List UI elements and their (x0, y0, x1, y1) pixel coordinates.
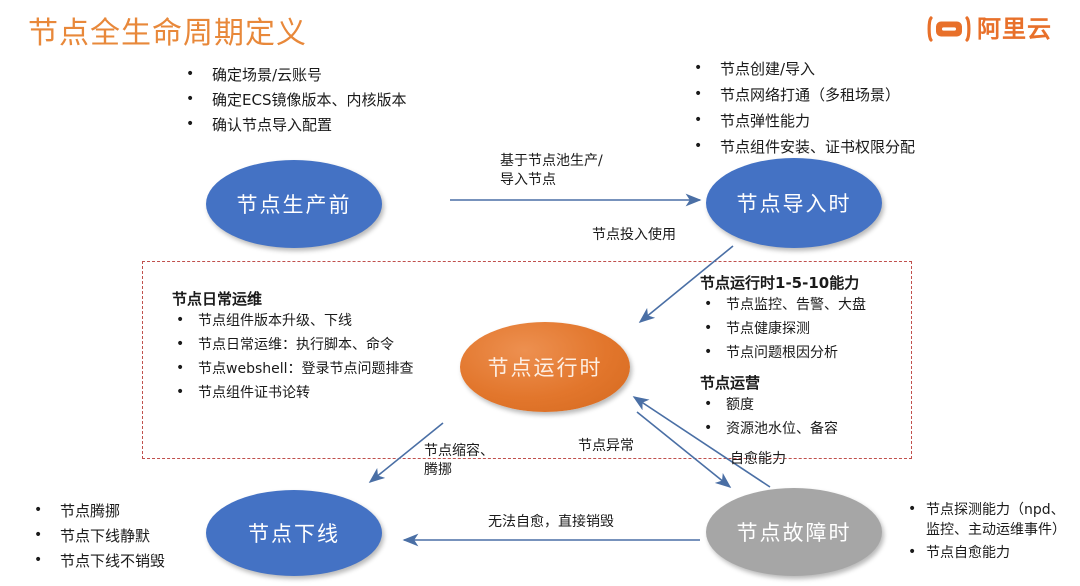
node-fault[interactable]: 节点故障时 (706, 488, 882, 576)
daily-ops-heading: 节点日常运维 (172, 290, 263, 308)
list-item: 确认节点导入配置 (182, 113, 406, 136)
label-produce-import: 基于节点池生产/ 导入节点 (500, 153, 603, 188)
list-item: 节点健康探测 (700, 318, 900, 340)
list-item: 节点网络打通（多租场景） (690, 83, 915, 107)
list-item: 节点监控、告警、大盘 (700, 294, 900, 316)
list-item: 节点问题根因分析 (700, 342, 900, 364)
brand-wordmark: 阿里云 (977, 15, 1052, 43)
list-import: 节点创建/导入 节点网络打通（多租场景） 节点弹性能力 节点组件安装、证书权限分… (690, 57, 915, 162)
list-item: 节点组件版本升级、下线 (172, 310, 462, 332)
daily-ops-block: 节点日常运维 节点组件版本升级、下线 节点日常运维：执行脚本、命令 节点webs… (172, 288, 462, 407)
runtime-capability-heading: 节点运行时1-5-10能力 (700, 274, 860, 292)
runtime-capability-block: 节点运行时1-5-10能力 节点监控、告警、大盘 节点健康探测 节点问题根因分析… (700, 272, 900, 443)
list-item: 节点webshell：登录节点问题排查 (172, 358, 462, 380)
node-pre-production[interactable]: 节点生产前 (206, 160, 382, 248)
list-item: 节点自愈能力 (908, 542, 1076, 563)
label-put-into-use: 节点投入使用 (592, 227, 676, 243)
list-item: 节点弹性能力 (690, 109, 915, 133)
list-item: 确定ECS镜像版本、内核版本 (182, 88, 406, 111)
node-operation-heading: 节点运营 (700, 374, 761, 392)
node-import[interactable]: 节点导入时 (706, 158, 882, 248)
list-item: 节点腾挪 (30, 499, 165, 522)
label-self-heal: 自愈能力 (730, 451, 786, 467)
list-offline: 节点腾挪 节点下线静默 节点下线不销毁 (30, 499, 165, 575)
list-item: 节点创建/导入 (690, 57, 915, 81)
node-running[interactable]: 节点运行时 (460, 322, 630, 412)
brand-logo: 阿里云 (927, 16, 1052, 42)
list-item: 确定场景/云账号 (182, 63, 406, 86)
list-item: 节点日常运维：执行脚本、命令 (172, 334, 462, 356)
list-item: 节点组件证书论转 (172, 382, 462, 404)
node-operation-block: 节点运营 额度 资源池水位、备容 (700, 372, 900, 440)
list-fault: 节点探测能力（npd、 监控、主动运维事件） 节点自愈能力 (908, 499, 1076, 566)
list-item: 节点组件安装、证书权限分配 (690, 135, 915, 159)
lifecycle-dashed-box (142, 261, 912, 459)
label-node-abnormal: 节点异常 (578, 438, 634, 454)
list-item: 资源池水位、备容 (700, 418, 900, 440)
list-pre-production: 确定场景/云账号 确定ECS镜像版本、内核版本 确认节点导入配置 (182, 63, 406, 139)
daily-ops-list: 节点组件版本升级、下线 节点日常运维：执行脚本、命令 节点webshell：登录… (172, 310, 462, 404)
runtime-capability-list: 节点监控、告警、大盘 节点健康探测 节点问题根因分析 (700, 294, 900, 364)
list-item: 额度 (700, 394, 900, 416)
label-scale-move: 节点缩容、 腾挪 (424, 443, 494, 478)
page-title: 节点全生命周期定义 (28, 16, 307, 51)
alibaba-cloud-logo-icon (927, 16, 971, 42)
list-item: 节点探测能力（npd、 监控、主动运维事件） (908, 499, 1076, 540)
list-item: 节点下线不销毁 (30, 549, 165, 572)
node-offline[interactable]: 节点下线 (206, 490, 382, 576)
list-item: 节点下线静默 (30, 524, 165, 547)
node-operation-list: 额度 资源池水位、备容 (700, 394, 900, 440)
label-destroy: 无法自愈，直接销毁 (488, 514, 614, 530)
